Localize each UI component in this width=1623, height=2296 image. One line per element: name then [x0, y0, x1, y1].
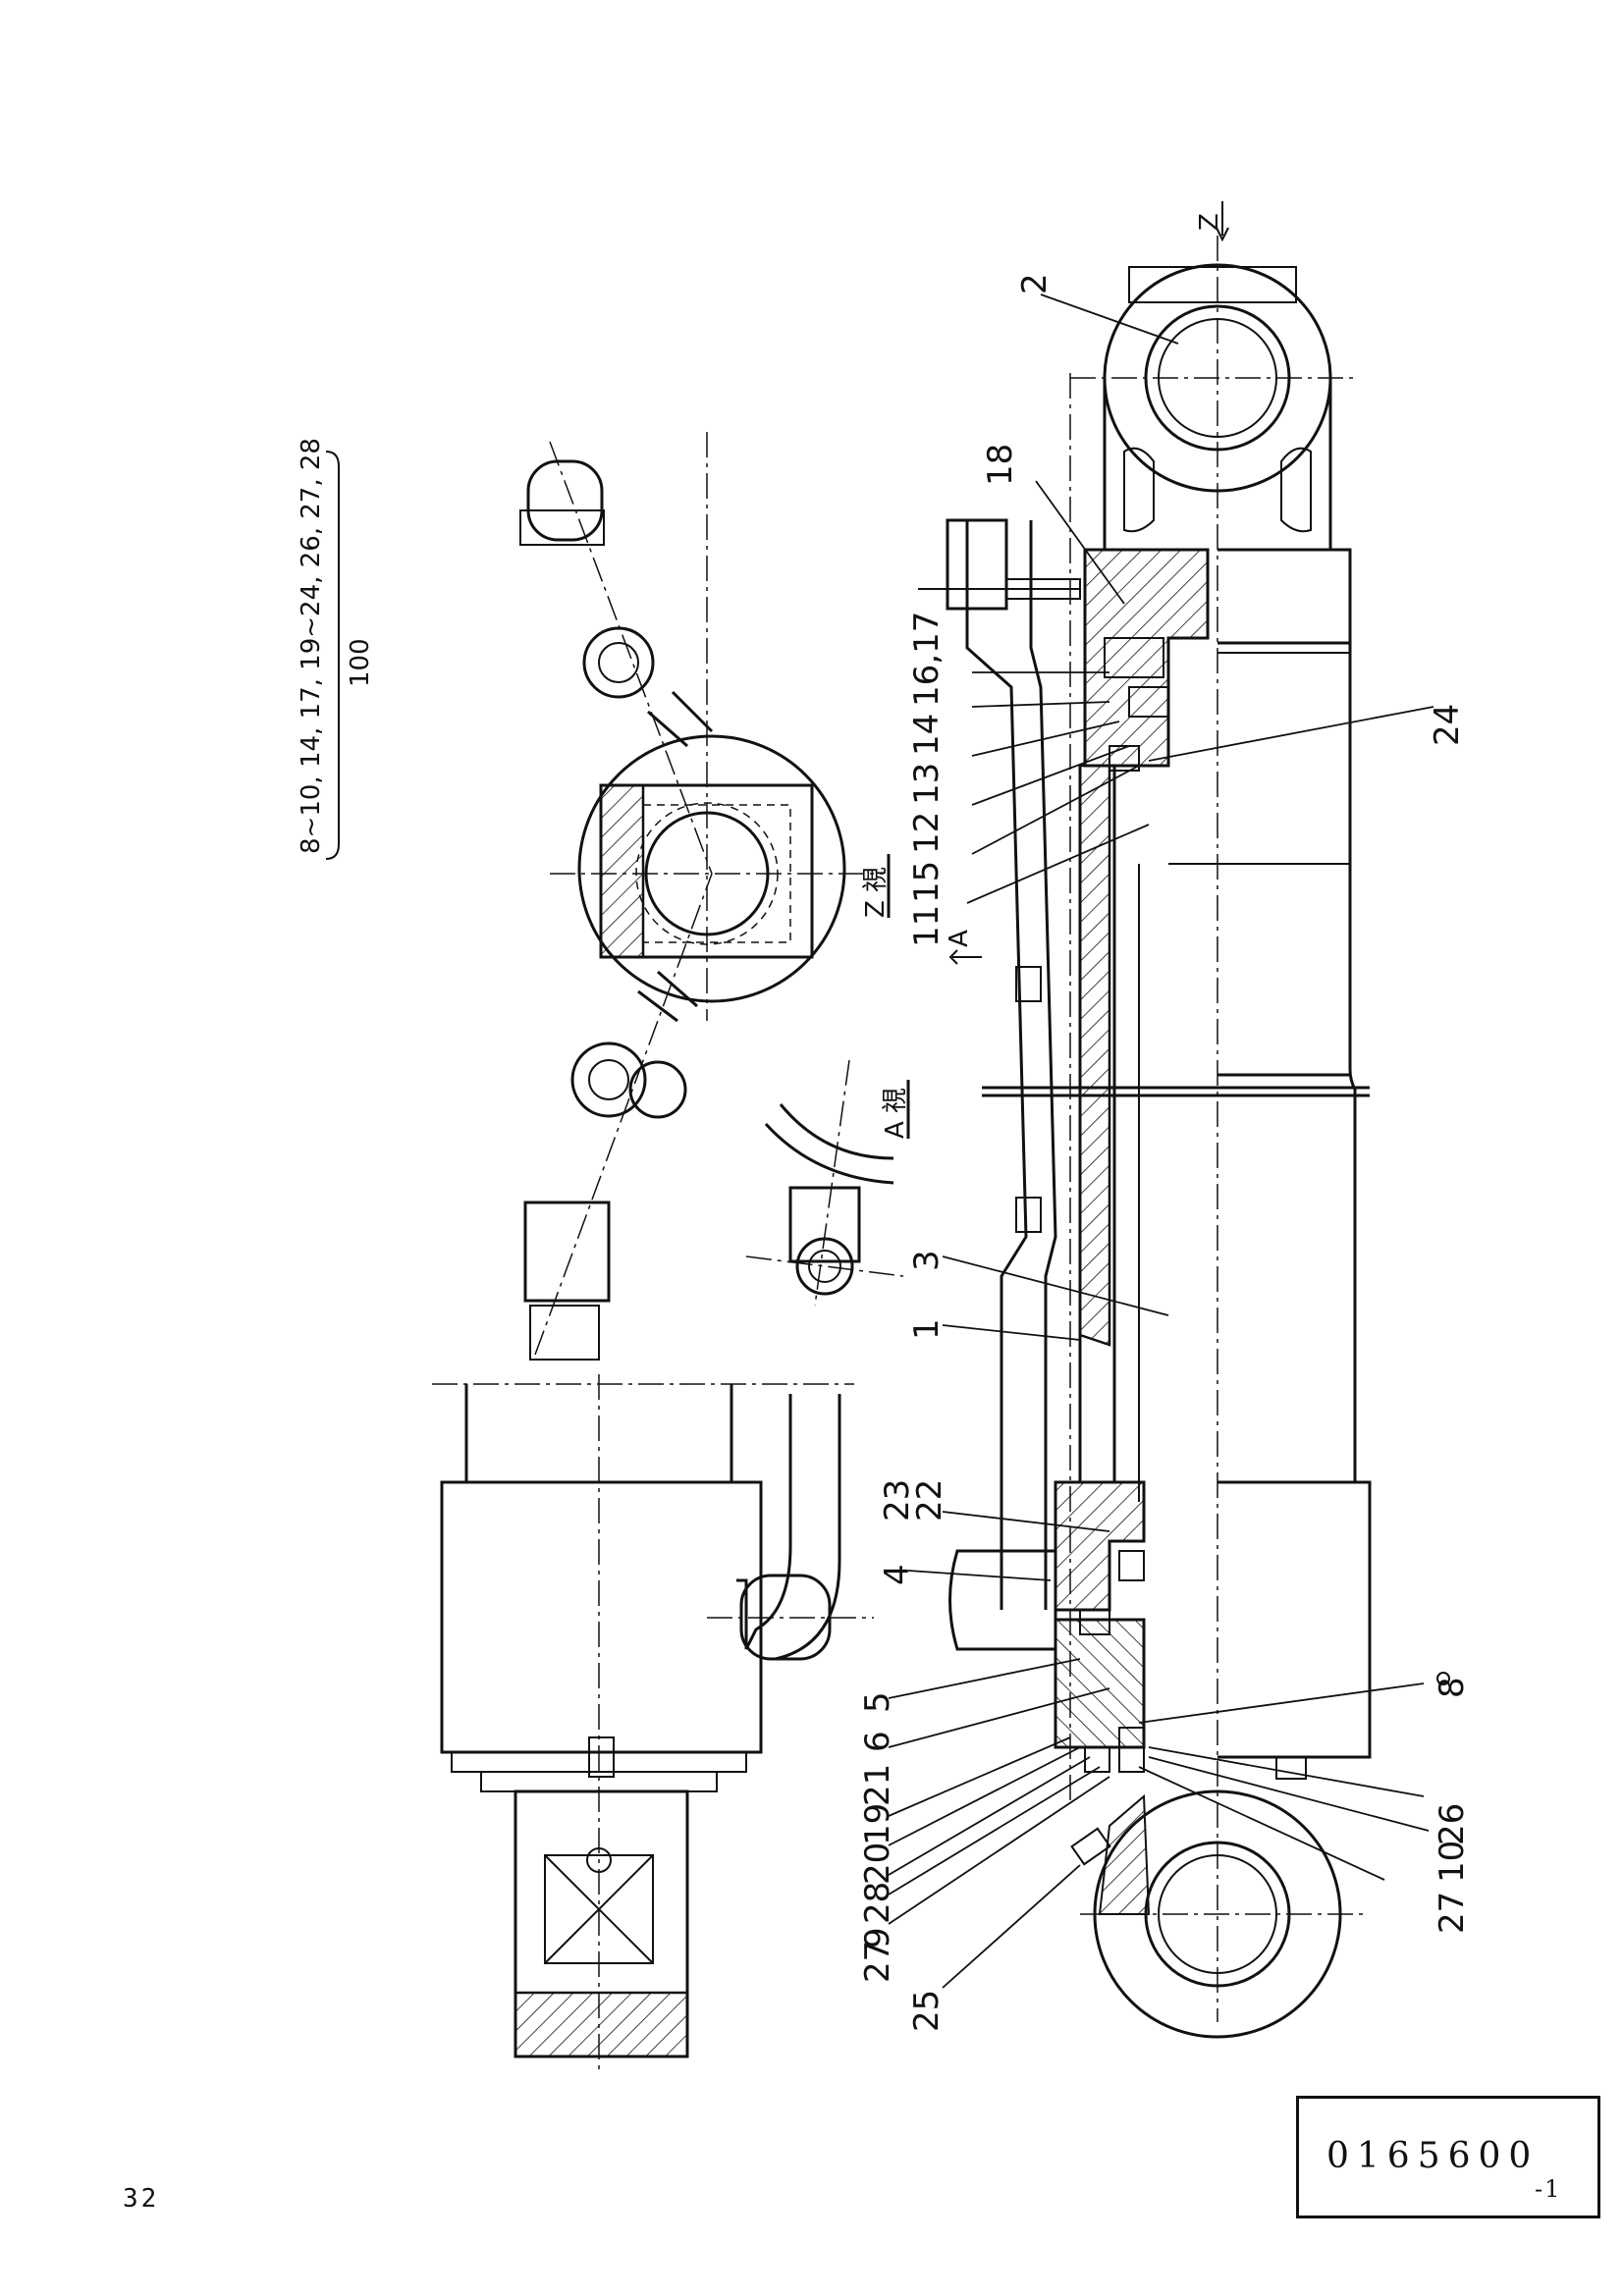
rod-eye: [1070, 1789, 1365, 2039]
callout-6: 6: [858, 1731, 897, 1752]
head-cap-section: [1083, 548, 1210, 772]
callout-18: 18: [981, 444, 1020, 486]
lower-port-arm: [523, 873, 713, 1361]
drawing-number: 0165600: [1326, 2136, 1540, 2176]
callout-2: 2: [1015, 273, 1055, 294]
callout-21: 21: [858, 1764, 897, 1806]
parts-note: 8~10, 14, 17, 19~24, 26, 27, 28 100: [297, 438, 375, 860]
drawing-number-suffix: -1: [1535, 2175, 1562, 2203]
drawing-number-box: 0165600 -1: [1296, 2096, 1600, 2218]
callout-15: 15: [907, 861, 947, 903]
callout-27-right: 27: [1433, 1892, 1472, 1934]
a-view-label: A 視: [881, 1088, 910, 1139]
a-marker-label: A: [945, 930, 974, 947]
cylinder-tube: [1168, 548, 1372, 1780]
z-view: [519, 432, 884, 1361]
main-cylinder: [918, 236, 1372, 2039]
view-labels: Z 視 A 視 Z A: [861, 201, 1229, 1139]
callout-26: 26: [1433, 1803, 1472, 1845]
upper-port-arm: [519, 441, 714, 875]
callout-20: 20: [858, 1842, 897, 1885]
callout-27-left: 27: [858, 1941, 897, 1983]
callout-leaders: [888, 294, 1450, 1989]
callout-11: 11: [907, 905, 947, 947]
callout-3: 3: [907, 1250, 947, 1271]
callout-22: 22: [910, 1479, 949, 1522]
a-view: [745, 1059, 904, 1307]
callout-24: 24: [1428, 704, 1467, 746]
head-eye: [1070, 263, 1355, 550]
z-arrow-label: Z: [1195, 213, 1224, 231]
page-number: 32: [123, 2184, 160, 2214]
callout-10: 10: [1433, 1841, 1472, 1883]
rod-end-section: [948, 1480, 1146, 1773]
z-view-label: Z 視: [861, 867, 891, 918]
callout-25: 25: [907, 1990, 947, 2032]
callout-13: 13: [907, 763, 947, 805]
parts-note-quantity: 100: [346, 638, 375, 687]
callout-16-17: 16,17: [907, 612, 947, 707]
callout-23: 23: [878, 1479, 917, 1522]
callout-28: 28: [858, 1882, 897, 1924]
callout-19: 19: [858, 1803, 897, 1845]
callout-8: 8: [1433, 1677, 1472, 1698]
callout-12: 12: [907, 812, 947, 854]
callout-9: 9: [858, 1927, 897, 1949]
callout-4: 4: [878, 1564, 917, 1585]
parts-note-text: 8~10, 14, 17, 19~24, 26, 27, 28: [297, 438, 326, 854]
callout-5: 5: [858, 1691, 897, 1713]
callout-1: 1: [907, 1318, 947, 1340]
callout-labels: 2 18 16,17 14 13 12 15 11 24 3 1 23 22 4…: [858, 273, 1472, 2032]
callout-14: 14: [907, 714, 947, 756]
side-view: [432, 1374, 874, 2071]
